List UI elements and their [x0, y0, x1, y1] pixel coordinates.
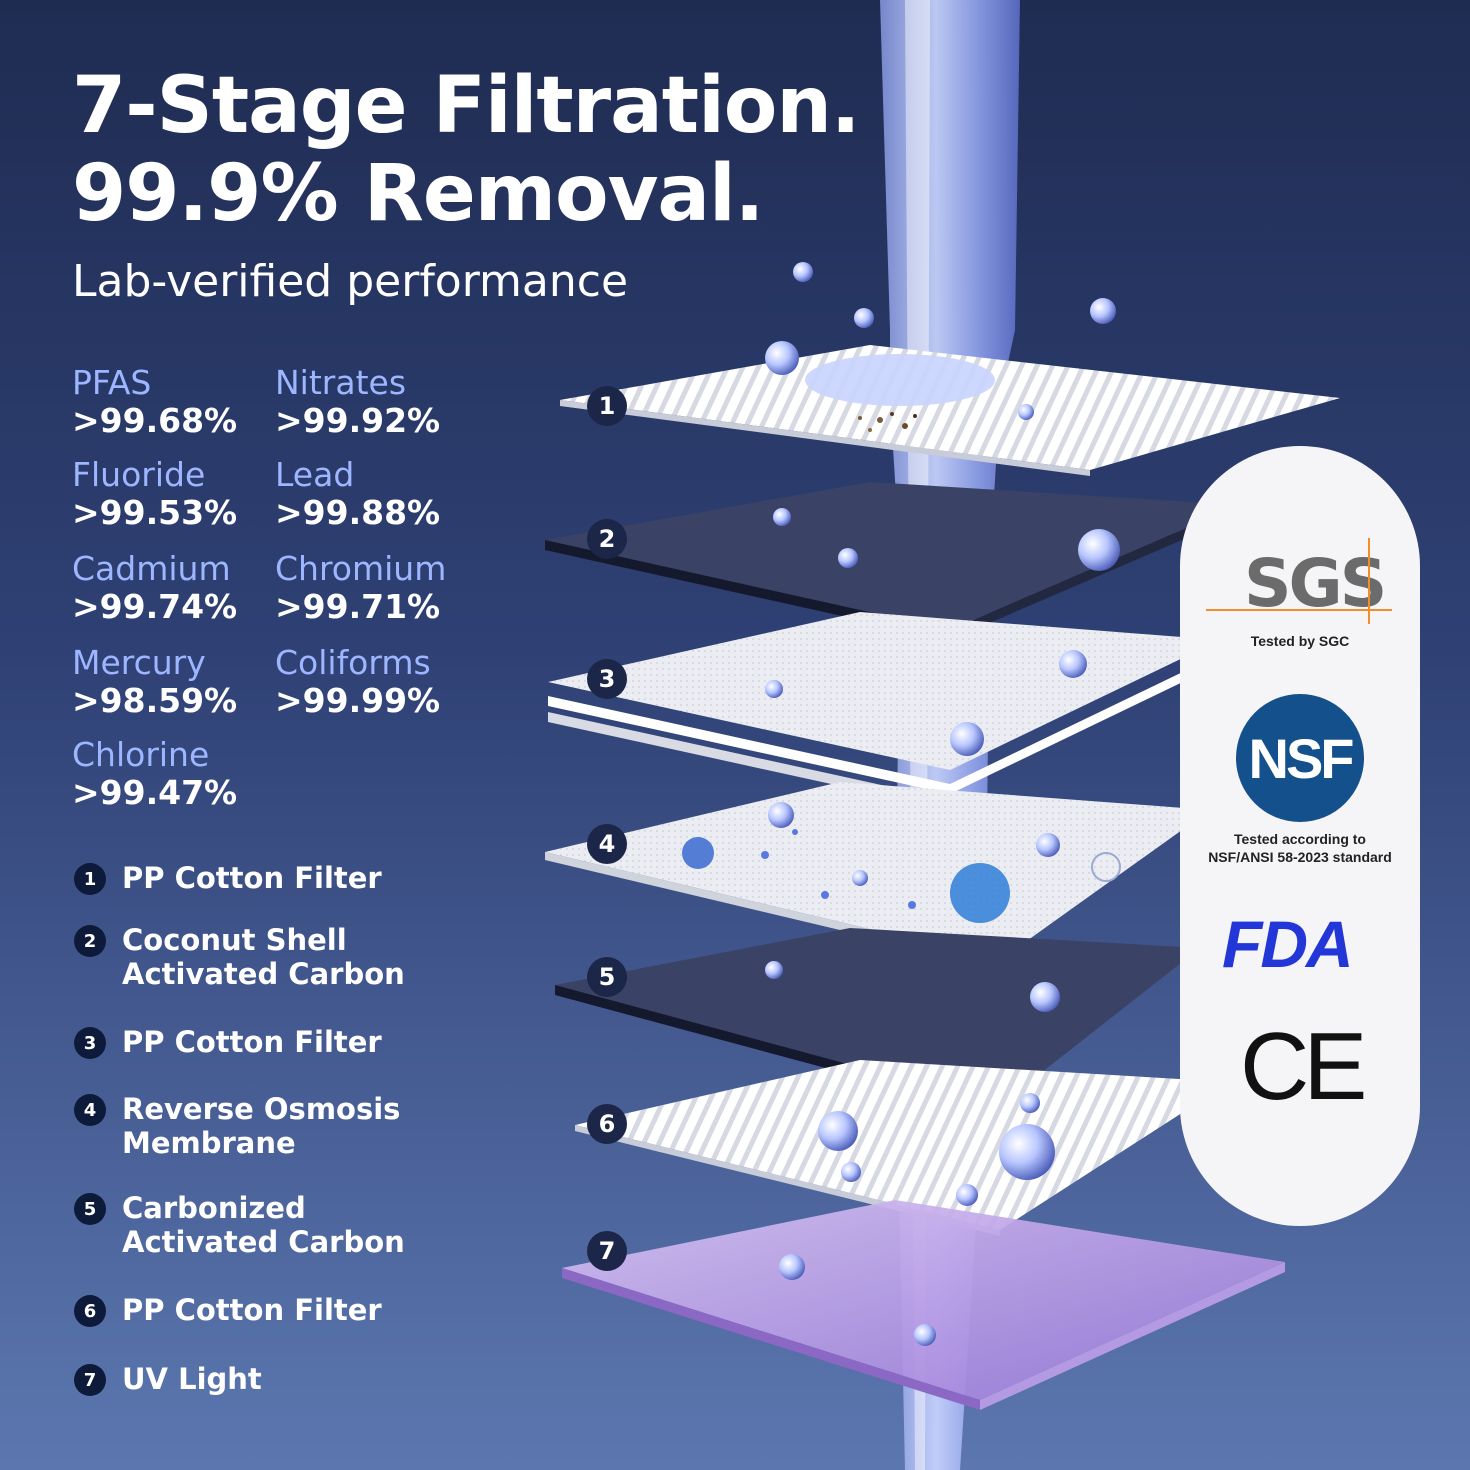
- stage-item-3: 3 PP Cotton Filter: [74, 1025, 482, 1059]
- stage-label: Carbonized Activated Carbon: [122, 1191, 405, 1259]
- layer-3-mesh-sheet: [548, 612, 1220, 770]
- stage-item-4: 4 Reverse Osmosis Membrane: [74, 1092, 412, 1160]
- stat-value: >99.74%: [72, 587, 238, 626]
- stat-name: PFAS: [72, 363, 152, 402]
- fda-logo: FDA: [1222, 907, 1354, 981]
- stage-label: Coconut Shell Activated Carbon: [122, 923, 405, 991]
- stat-chlorine: Chlorine >99.47%: [72, 736, 302, 812]
- stat-value: >98.59%: [72, 681, 238, 720]
- subtitle: Lab-verified performance: [72, 256, 629, 307]
- certification-panel: [1180, 446, 1420, 1226]
- stat-coliforms: Coliforms >99.99%: [275, 644, 505, 720]
- stat-value: >99.68%: [72, 401, 238, 440]
- nsf-caption-line-1: Tested according to: [1234, 831, 1366, 847]
- headline: 7-Stage Filtration. 99.9% Removal.: [72, 61, 861, 239]
- stage-item-2: 2 Coconut Shell Activated Carbon: [74, 923, 422, 991]
- layer-5-carbon-sheet: [555, 928, 1200, 1105]
- layer-2-carbon-sheet: [545, 482, 1240, 630]
- stage-label: PP Cotton Filter: [122, 861, 382, 895]
- layer-6-pleated-filter: [575, 1060, 1230, 1230]
- stat-fluoride: Fluoride >99.53%: [72, 456, 302, 532]
- stat-value: >99.71%: [275, 587, 441, 626]
- stat-name: Chlorine: [72, 735, 210, 774]
- ce-mark: CE: [1240, 1013, 1367, 1120]
- stat-name: Mercury: [72, 643, 206, 682]
- stat-cadmium: Cadmium >99.74%: [72, 550, 302, 626]
- layer-1-pleated-filter: [560, 345, 1340, 470]
- stage-label: Reverse Osmosis Membrane: [122, 1092, 401, 1160]
- nsf-logo: NSF: [1236, 694, 1364, 822]
- stat-value: >99.99%: [275, 681, 441, 720]
- stat-name: Chromium: [275, 549, 447, 588]
- stage-number: 7: [74, 1364, 106, 1396]
- stat-pfas: PFAS >99.68%: [72, 364, 302, 440]
- stage-item-5: 5 Carbonized Activated Carbon: [74, 1191, 462, 1259]
- stage-label: UV Light: [122, 1362, 262, 1396]
- layer-7-uv-glass: [562, 1200, 1285, 1400]
- layer-badge-4: 4: [587, 824, 627, 864]
- stage-label: PP Cotton Filter: [122, 1025, 382, 1059]
- stage-number: 4: [74, 1094, 106, 1126]
- sgs-logo-rule: [1206, 609, 1392, 611]
- layer-4-ro-membrane: [545, 782, 1210, 960]
- stat-name: Cadmium: [72, 549, 231, 588]
- layer-badge-7: 7: [587, 1231, 627, 1271]
- stage-number: 1: [74, 863, 106, 895]
- stat-nitrates: Nitrates >99.92%: [275, 364, 505, 440]
- stage-item-1: 1 PP Cotton Filter: [74, 861, 482, 895]
- stat-value: >99.92%: [275, 401, 441, 440]
- stage-item-7: 7 UV Light: [74, 1362, 482, 1396]
- stage-number: 6: [74, 1295, 106, 1327]
- stage-number: 2: [74, 925, 106, 957]
- nsf-caption-line-2: NSF/ANSI 58-2023 standard: [1208, 849, 1392, 865]
- stage-number: 3: [74, 1027, 106, 1059]
- stat-name: Nitrates: [275, 363, 407, 402]
- stage-label: PP Cotton Filter: [122, 1293, 382, 1327]
- stat-lead: Lead >99.88%: [275, 456, 505, 532]
- layer-badge-5: 5: [587, 957, 627, 997]
- stage-number: 5: [74, 1193, 106, 1225]
- layer-badge-6: 6: [587, 1104, 627, 1144]
- layer-badge-3: 3: [587, 659, 627, 699]
- stage-item-6: 6 PP Cotton Filter: [74, 1293, 482, 1327]
- stat-value: >99.47%: [72, 773, 238, 812]
- stat-value: >99.53%: [72, 493, 238, 532]
- stat-name: Fluoride: [72, 455, 206, 494]
- stat-name: Lead: [275, 455, 355, 494]
- stat-name: Coliforms: [275, 643, 431, 682]
- stat-value: >99.88%: [275, 493, 441, 532]
- headline-line-2: 99.9% Removal.: [72, 149, 764, 239]
- layer-badge-2: 2: [587, 519, 627, 559]
- sgs-caption: Tested by SGC: [1250, 633, 1350, 649]
- stat-chromium: Chromium >99.71%: [275, 550, 505, 626]
- layer-badge-1: 1: [587, 386, 627, 426]
- sgs-logo-rule: [1368, 538, 1370, 624]
- stat-mercury: Mercury >98.59%: [72, 644, 302, 720]
- water-droplets: [765, 262, 1120, 1346]
- headline-line-1: 7-Stage Filtration.: [72, 61, 861, 151]
